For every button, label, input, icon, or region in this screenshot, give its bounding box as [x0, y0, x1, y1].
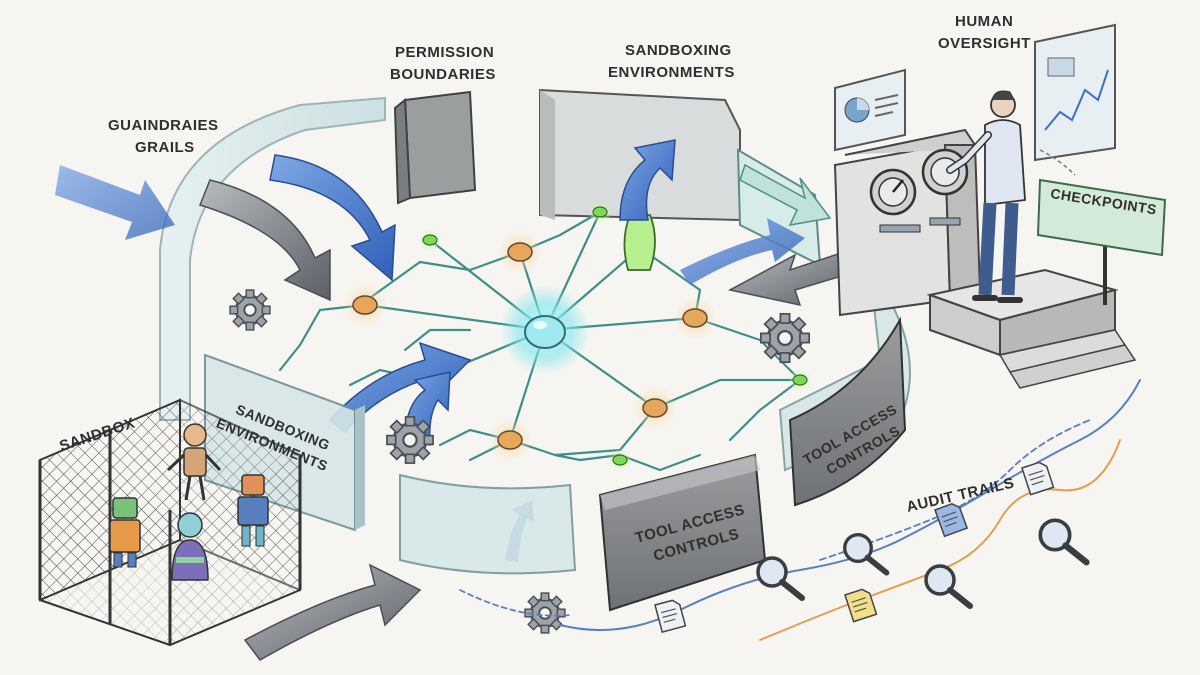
oversight-platform — [926, 268, 1137, 389]
person-icon — [171, 512, 209, 581]
robot-icon — [109, 423, 269, 568]
label-permission-boundaries: PERMISSION BOUNDARIES — [390, 44, 496, 83]
label-guardrails-line1: GUAINDRAIES — [108, 117, 219, 134]
label-human-line1: HUMAN — [955, 13, 1013, 30]
green-nodes — [418, 200, 812, 472]
central-core-node — [500, 285, 590, 375]
upward-arrow-tube — [619, 139, 676, 271]
label-guardrails: GUAINDRAIES GRAILS — [108, 117, 219, 156]
oversight-console — [833, 128, 982, 317]
bottom-glass-panel — [399, 473, 577, 575]
dial-icon — [921, 148, 969, 196]
label-guardrails-line2: GRAILS — [135, 139, 195, 156]
dial-icon — [869, 168, 917, 216]
label-sandboxing-top-line2: ENVIRONMENTS — [608, 64, 735, 81]
magnifier-icon — [758, 520, 1087, 606]
label-permission-line2: BOUNDARIES — [390, 66, 496, 83]
orange-nodes — [343, 230, 717, 462]
label-human-oversight: HUMAN OVERSIGHT — [938, 13, 1031, 52]
permission-boundaries-block — [393, 90, 477, 205]
tool-access-right-panel — [788, 316, 907, 507]
human-operator — [946, 90, 1026, 303]
checkpoints-sign — [1036, 178, 1167, 305]
chart-icon — [834, 68, 906, 152]
label-sandboxing-top-line1: SANDBOXING — [625, 42, 732, 59]
flow-arrows — [55, 154, 856, 661]
label-sandboxing-top: SANDBOXING ENVIRONMENTS — [608, 42, 735, 81]
label-human-line2: OVERSIGHT — [938, 35, 1031, 52]
tool-access-front-panel — [598, 453, 767, 612]
label-permission-line1: PERMISSION — [395, 44, 494, 61]
chart-icon — [1034, 23, 1116, 176]
